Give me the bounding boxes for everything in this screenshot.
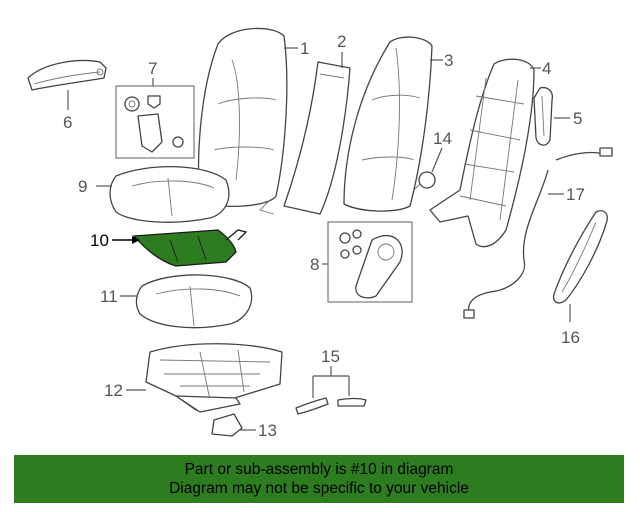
callout-8: 8 [310,255,319,274]
callout-9: 9 [78,177,87,196]
part-11-cushion-pad [135,274,253,329]
callout-15: 15 [321,347,340,366]
banner-line-1: Part or sub-assembly is #10 in diagram [184,461,454,478]
callout-3: 3 [444,51,453,70]
part-13-bracket [211,413,243,437]
banner-line-2: Diagram may not be specific to your vehi… [169,480,469,497]
callout-6: 6 [63,113,72,132]
part-17-cable [463,147,613,319]
callout-14: 14 [433,129,452,148]
callout-11: 11 [100,287,118,306]
part-15-trim-strips [295,397,367,415]
part-10-seat-heater [132,229,248,267]
part-2-back-panel [259,61,351,215]
callout-5: 5 [573,109,582,128]
callout-7: 7 [148,59,157,78]
part-3-seatback-pad [343,36,433,212]
part-4-seatback-frame [429,58,535,248]
callout-16: 16 [561,328,580,347]
part-8-recliner-kit [327,221,413,303]
callout-13: 13 [258,421,277,440]
callout-12: 12 [104,381,123,400]
part-info-banner: Part or sub-assembly is #10 in diagram D… [14,455,624,503]
callout-10: 10 [90,231,109,250]
callout-17: 17 [566,185,585,204]
callout-2: 2 [337,32,346,51]
part-14-adjuster-knob [413,171,436,191]
callout-4: 4 [542,59,551,78]
callout-1: 1 [300,39,309,58]
part-9-cushion-cover [109,165,230,223]
part-6-armrest [27,59,107,91]
part-12-seat-track [145,343,283,413]
part-7-fastener-kit [115,85,195,159]
part-5-trim-cover [533,86,554,146]
part-16-side-shield [552,210,608,304]
part-1-seatback-cover [197,27,288,208]
